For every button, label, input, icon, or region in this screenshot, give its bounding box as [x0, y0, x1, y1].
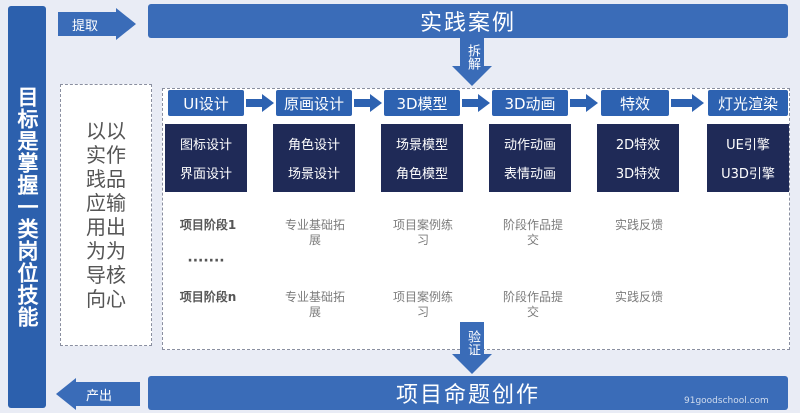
category-arrows [246, 94, 704, 112]
category-3d-animation: 3D动画 [492, 90, 568, 116]
extract-label: 提取 [72, 18, 99, 34]
lighting-subbox: UE引擎 U3D引擎 [707, 124, 789, 192]
category-concept-art: 原画设计 [276, 90, 352, 116]
ui-sub-2: 界面设计 [179, 167, 232, 182]
ui-subbox: 图标设计 界面设计 [165, 124, 247, 192]
stage-n-step-3: 阶段作品提交 [502, 290, 563, 319]
lighting-sub-1: UE引擎 [726, 138, 770, 153]
verify-arrow [452, 322, 492, 374]
stage-1-label: 项目阶段1 [179, 218, 237, 232]
animation-subbox: 动作动画 表情动画 [489, 124, 571, 192]
stage-n-label: 项目阶段n [179, 290, 237, 304]
stage-1-step-3: 阶段作品提交 [502, 218, 563, 247]
stage-n-step-2: 项目案例练习 [392, 290, 453, 319]
model-sub-2: 角色模型 [395, 167, 448, 182]
content-area [162, 88, 790, 350]
animation-sub-2: 表情动画 [503, 167, 556, 182]
arrow-1 [246, 94, 274, 112]
animation-sub-1: 动作动画 [503, 138, 556, 153]
stage-n-step-4: 实践反馈 [614, 290, 663, 304]
principle-text: 以以实作践品应输用出为为导核向心 [86, 119, 126, 311]
goal-bar: 目标是掌握一类岗位技能 [8, 6, 46, 408]
category-3d-model: 3D模型 [384, 90, 460, 116]
effects-sub-2: 3D特效 [615, 167, 661, 182]
split-label: 拆解 [465, 44, 480, 70]
model-subbox: 场景模型 角色模型 [381, 124, 463, 192]
stage-n-step-1: 专业基础拓展 [284, 290, 345, 319]
concept-subbox: 角色设计 场景设计 [273, 124, 355, 192]
stage-1-step-2: 项目案例练习 [392, 218, 453, 247]
category-effects: 特效 [601, 90, 669, 116]
verify-label: 验证 [465, 330, 480, 356]
concept-sub-2: 场景设计 [287, 167, 340, 182]
lighting-sub-2: U3D引擎 [721, 167, 775, 182]
stage-ellipsis: ······· [187, 253, 225, 269]
watermark: 91goodschool.com [684, 396, 769, 406]
output-label: 产出 [86, 388, 113, 404]
effects-subbox: 2D特效 3D特效 [597, 124, 679, 192]
arrow-3 [462, 94, 490, 112]
category-lighting: 灯光渲染 [708, 90, 788, 116]
concept-sub-1: 角色设计 [287, 138, 340, 153]
stage-1-step-4: 实践反馈 [614, 218, 663, 232]
project-creation-banner: 项目命题创作 [148, 376, 788, 410]
stage-1-step-1: 专业基础拓展 [284, 218, 345, 247]
category-ui: UI设计 [168, 90, 244, 116]
output-arrow [56, 378, 140, 410]
effects-sub-1: 2D特效 [615, 138, 661, 153]
practice-cases-banner: 实践案例 [148, 4, 788, 38]
arrow-4 [570, 94, 598, 112]
ui-sub-1: 图标设计 [179, 138, 232, 153]
extract-arrow [58, 8, 136, 40]
principle-box: 以以实作践品应输用出为为导核向心 [60, 84, 152, 346]
split-arrow [452, 38, 492, 86]
goal-text: 目标是掌握一类岗位技能 [15, 86, 39, 328]
arrow-2 [354, 94, 382, 112]
model-sub-1: 场景模型 [395, 138, 448, 153]
arrow-5 [671, 94, 704, 112]
